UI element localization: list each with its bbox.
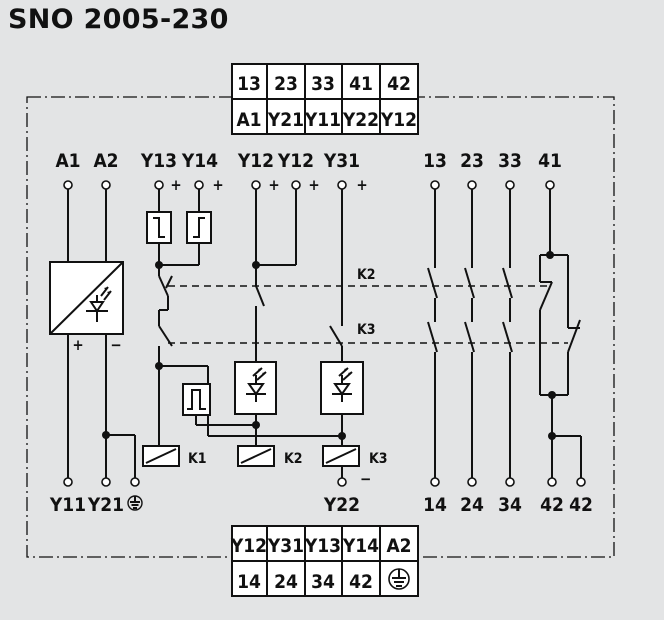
contact-label-k3: K3 — [357, 322, 376, 338]
plus-sign: + — [212, 176, 223, 194]
plus-sign: + — [356, 176, 367, 194]
output-contacts — [427, 189, 582, 478]
terminal-label: Y11 — [49, 494, 86, 516]
top-table-cell: A1 — [236, 109, 261, 131]
y12-circuit — [234, 189, 297, 446]
terminal-label: Y13 — [140, 150, 177, 172]
terminal-label: 34 — [498, 494, 522, 516]
terminal-label: 42 — [540, 494, 564, 516]
top-table-cell: 23 — [274, 73, 298, 95]
terminal-label: Y31 — [323, 150, 360, 172]
top-table-cell: 13 — [237, 73, 261, 95]
contact-label-k2: K2 — [357, 267, 376, 283]
bottom-table-cell: Y12 — [230, 535, 267, 557]
plus-sign: + — [308, 176, 319, 194]
top-table-cell: 41 — [349, 73, 373, 95]
y31-circuit — [207, 189, 364, 446]
terminal-label: 23 — [460, 150, 484, 172]
minus-sign: − — [110, 336, 121, 354]
plus-sign: + — [268, 176, 279, 194]
bottom-terminal-table: Y12 Y31 Y13 Y14 A2 14 24 34 42 — [230, 525, 419, 597]
pulse-generator — [182, 383, 256, 426]
bottom-table-cell: Y13 — [304, 535, 341, 557]
bottom-terminals — [63, 477, 586, 487]
relay-label-k3: K3 — [369, 451, 388, 467]
terminal-label: 13 — [423, 150, 447, 172]
y13-y14-circuit — [146, 189, 212, 446]
bottom-table-cell: 34 — [311, 571, 335, 593]
terminal-label: 24 — [460, 494, 484, 516]
bottom-table-cell: 24 — [274, 571, 298, 593]
ground-icon — [127, 495, 143, 511]
top-table-cell: 42 — [387, 73, 411, 95]
minus-sign: − — [360, 470, 371, 488]
terminal-label: 42 — [569, 494, 593, 516]
relay-coils — [142, 445, 360, 478]
ground-icon — [388, 568, 410, 590]
terminal-label: 14 — [423, 494, 447, 516]
bottom-table-cell: Y31 — [267, 535, 304, 557]
terminal-label: 33 — [498, 150, 522, 172]
bottom-table-cell: 42 — [349, 571, 373, 593]
bottom-table-cell: A2 — [386, 535, 411, 557]
top-terminal-table: 13 23 33 41 42 A1 Y21 Y11 Y22 Y12 — [231, 63, 419, 135]
bottom-table-cell: 14 — [237, 571, 261, 593]
terminal-label: Y12 — [277, 150, 314, 172]
terminal-label: Y14 — [181, 150, 218, 172]
plus-sign: + — [72, 336, 83, 354]
terminal-label: A2 — [93, 150, 118, 172]
relay-label-k2: K2 — [284, 451, 303, 467]
terminal-label: 41 — [538, 150, 562, 172]
power-supply-block: + − — [49, 189, 136, 478]
top-table-cell: 33 — [311, 73, 335, 95]
terminal-label: Y21 — [87, 494, 124, 516]
bottom-table-cell: Y14 — [342, 535, 379, 557]
top-table-cell: Y12 — [380, 109, 417, 131]
terminal-label: A1 — [55, 150, 80, 172]
diagram-title: SNO 2005-230 — [8, 4, 229, 35]
top-table-cell: Y11 — [304, 109, 341, 131]
top-table-cell: Y21 — [267, 109, 304, 131]
top-table-cell: Y22 — [342, 109, 379, 131]
terminal-label: Y12 — [237, 150, 274, 172]
plus-sign: + — [170, 176, 181, 194]
terminal-label: Y22 — [323, 494, 360, 516]
relay-label-k1: K1 — [188, 451, 207, 467]
